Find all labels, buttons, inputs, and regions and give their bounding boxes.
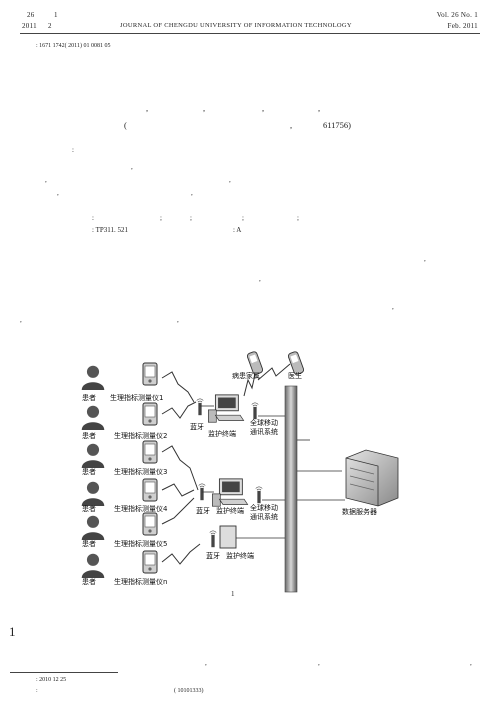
monitor-terminal-icon: [211, 478, 249, 507]
pda-device-icon: [142, 362, 158, 386]
intro-punct-3: ,: [392, 303, 394, 311]
body-punct-3: ,: [470, 659, 472, 667]
section-number: 1: [9, 624, 16, 639]
intro-punct-1: ,: [424, 255, 426, 263]
system-architecture-figure: 患者 患者 患者 患者 患者 患者 生理指标测量仪1 生理指标测量仪2 生理指标…: [81, 350, 399, 593]
antenna-icon: [255, 486, 263, 504]
bluetooth-label: 蓝牙: [196, 506, 210, 515]
header-volume-issue: Vol. 26 No. 1: [436, 11, 478, 19]
patient-icon: [81, 515, 105, 540]
abstract-punct-4: ,: [57, 189, 59, 197]
connection-lines: [200, 405, 345, 539]
abstract-punct-3: ,: [229, 176, 231, 184]
patient-label: 患者: [82, 577, 96, 586]
author-sep-2: ,: [203, 103, 206, 113]
patient-icon: [81, 405, 105, 430]
patient-icon: [81, 481, 105, 506]
antenna-icon: [251, 402, 259, 420]
gsm-label-line2: 通讯系统: [250, 512, 278, 521]
intro-punct-4: ,: [20, 316, 22, 324]
abstract-punct-5: ,: [191, 189, 193, 197]
device-label: 生理指标测量仪5: [114, 539, 167, 548]
header-date: Feb. 2011: [447, 22, 478, 30]
family-label: 病患家属: [232, 371, 260, 380]
received-date: : 2010 12 25: [36, 677, 67, 683]
header-volume: 26: [27, 11, 35, 19]
pda-device-icon: [142, 440, 158, 464]
gsm-label-line1: 全球移动: [250, 503, 278, 512]
patient-icon: [81, 553, 105, 578]
abstract-punct-1: ,: [131, 163, 133, 171]
article-number: : 1671 1742( 2011) 01 0081 05: [36, 43, 111, 49]
bluetooth-label: 蓝牙: [190, 422, 204, 431]
patient-label: 患者: [82, 504, 96, 513]
device-label: 生理指标测量仪n: [114, 577, 167, 586]
antenna-icon: [196, 398, 204, 416]
patient-label: 患者: [82, 393, 96, 402]
affiliation-postcode: 611756): [323, 120, 352, 130]
author-sep-4: ,: [318, 103, 321, 113]
network-backbone: [284, 385, 298, 593]
body-punct-2: ,: [318, 659, 320, 667]
antenna-icon: [209, 530, 217, 548]
abstract-punct-2: ,: [45, 176, 47, 184]
pda-device-icon: [142, 512, 158, 536]
keywords-colon: :: [92, 214, 94, 222]
keyword-sep-3: ;: [242, 214, 244, 222]
header-year: 2011: [22, 22, 37, 30]
fund-label: :: [36, 688, 38, 694]
device-label: 生理指标测量仪4: [114, 504, 168, 513]
device-label: 生理指标测量仪2: [114, 431, 167, 440]
affiliation-open: (: [124, 120, 127, 130]
pda-device-icon: [142, 478, 158, 502]
author-sep-3: ,: [262, 103, 265, 113]
keyword-sep-1: ;: [160, 214, 162, 222]
pda-device-icon: [142, 402, 158, 426]
monitor-label: 监护终端: [226, 551, 254, 560]
document-code: : A: [233, 226, 242, 234]
monitor-terminal-icon: [207, 394, 245, 423]
patient-label: 患者: [82, 467, 96, 476]
footnote-rule: [10, 672, 118, 673]
wireless-links: [161, 363, 291, 565]
server-label: 数据服务器: [342, 507, 377, 516]
author-sep-1: ,: [146, 103, 149, 113]
body-punct-1: ,: [205, 659, 207, 667]
patient-icon: [81, 365, 105, 390]
patient-label: 患者: [82, 431, 96, 440]
abstract-label-colon: :: [72, 146, 74, 154]
doctor-label: 医生: [288, 371, 302, 380]
gsm-label-line2: 通讯系统: [250, 427, 278, 436]
clc-number: : TP311. 521: [92, 226, 128, 234]
bluetooth-label: 蓝牙: [206, 551, 220, 560]
keyword-sep-4: ;: [297, 214, 299, 222]
gsm-label-line1: 全球移动: [250, 418, 278, 427]
header-issue: 1: [54, 11, 58, 19]
header-rule: [20, 33, 480, 34]
fund-number: ( 10101333): [174, 688, 204, 694]
intro-punct-5: ,: [177, 316, 179, 324]
patient-label: 患者: [82, 539, 96, 548]
affiliation-comma: ,: [290, 120, 293, 130]
data-server-icon: [345, 449, 399, 507]
header-month: 2: [48, 22, 52, 30]
intro-punct-2: ,: [259, 275, 261, 283]
journal-title: JOURNAL OF CHENGDU UNIVERSITY OF INFORMA…: [120, 22, 352, 29]
monitor-label: 监护终端: [216, 506, 244, 515]
device-label: 生理指标测量仪1: [110, 393, 163, 402]
figure-caption: 1: [231, 590, 235, 598]
pda-device-icon: [142, 550, 158, 574]
monitor-label: 监护终端: [208, 429, 236, 438]
keyword-sep-2: ;: [190, 214, 192, 222]
patient-icon: [81, 443, 105, 468]
monitor-terminal-icon: [219, 525, 237, 549]
device-label: 生理指标测量仪3: [114, 467, 167, 476]
